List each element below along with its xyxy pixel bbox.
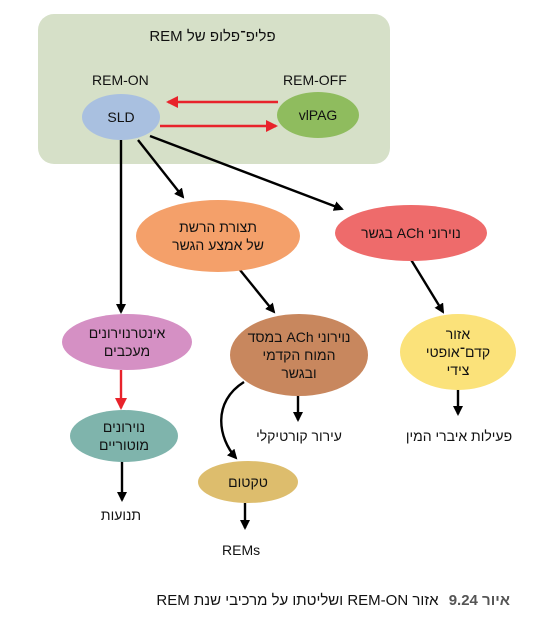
motor-neurons-line1: נוירונים — [102, 418, 146, 435]
interneurons-node: אינטרנוירונים מעכבים — [62, 314, 192, 370]
ach-forebrain-line3: ובגשר — [281, 365, 317, 382]
figure-label: איור 9.24 — [448, 592, 510, 609]
tectum-label: טקטום — [228, 473, 268, 490]
pontine-wave-line1: תצורת הרשת — [179, 218, 257, 235]
lateral-geniculate-line1: אזור — [445, 325, 471, 342]
sld-node: SLD — [82, 94, 160, 140]
rem-on-label: REM-ON — [92, 72, 149, 88]
lateral-geniculate-line2: קדם־אופטי — [425, 343, 491, 360]
output-movements: תנועות — [100, 507, 142, 523]
pontine-wave-node: תצורת הרשת של אמצע הגשר — [136, 200, 300, 272]
ach-forebrain-line2: המוח הקדמי — [262, 346, 336, 363]
interneurons-line1: אינטרנוירונים — [88, 324, 166, 341]
tectum-node: טקטום — [198, 461, 298, 503]
figure-caption: איור 9.24 אזור REM-ON ושליטתו על מרכיבי … — [70, 592, 510, 609]
pontine-wave-line2: של אמצע הגשר — [172, 237, 264, 253]
ach-pons-node: נוירוני ACh בגשר — [335, 205, 487, 261]
ach-forebrain-line1: נוירוני ACh במסד — [247, 328, 351, 345]
panel-title: פליפ־פלופ של REM — [149, 28, 276, 45]
vlpag-label: vlPAG — [298, 106, 338, 123]
motor-neurons-line2: מוטוריים — [99, 437, 149, 453]
output-cortical-arousal: עירור קורטיקלי — [256, 428, 342, 444]
output-rems: REMs — [222, 542, 261, 558]
arrow-sld-to-pontine — [137, 139, 185, 199]
output-sex-activity: פעילות איברי המין — [405, 428, 513, 444]
ach-forebrain-node: נוירוני ACh במסד המוח הקדמי ובגשר — [230, 314, 368, 396]
lateral-geniculate-node: אזור קדם־אופטי צידי — [400, 314, 516, 390]
lateral-geniculate-line3: צידי — [446, 362, 470, 379]
arrow-ach-pons-to-geniculate — [408, 257, 445, 314]
sld-label: SLD — [107, 108, 135, 125]
arrow-pontine-to-ach-forebrain — [239, 269, 276, 314]
ach-pons-label: נוירוני ACh בגשר — [361, 224, 461, 241]
figure-caption-text: אזור REM-ON ושליטתו על מרכיבי שנת REM — [156, 592, 439, 609]
arrow-sld-to-ach-pons — [149, 134, 344, 211]
vlpag-node: vlPAG — [277, 92, 359, 138]
motor-neurons-node: נוירונים מוטוריים — [70, 410, 178, 462]
rem-flip-flop-panel — [38, 14, 390, 164]
interneurons-line2: מעכבים — [103, 343, 151, 359]
rem-off-label: REM-OFF — [283, 72, 347, 88]
arrow-forebrain-to-tectum — [220, 380, 245, 460]
